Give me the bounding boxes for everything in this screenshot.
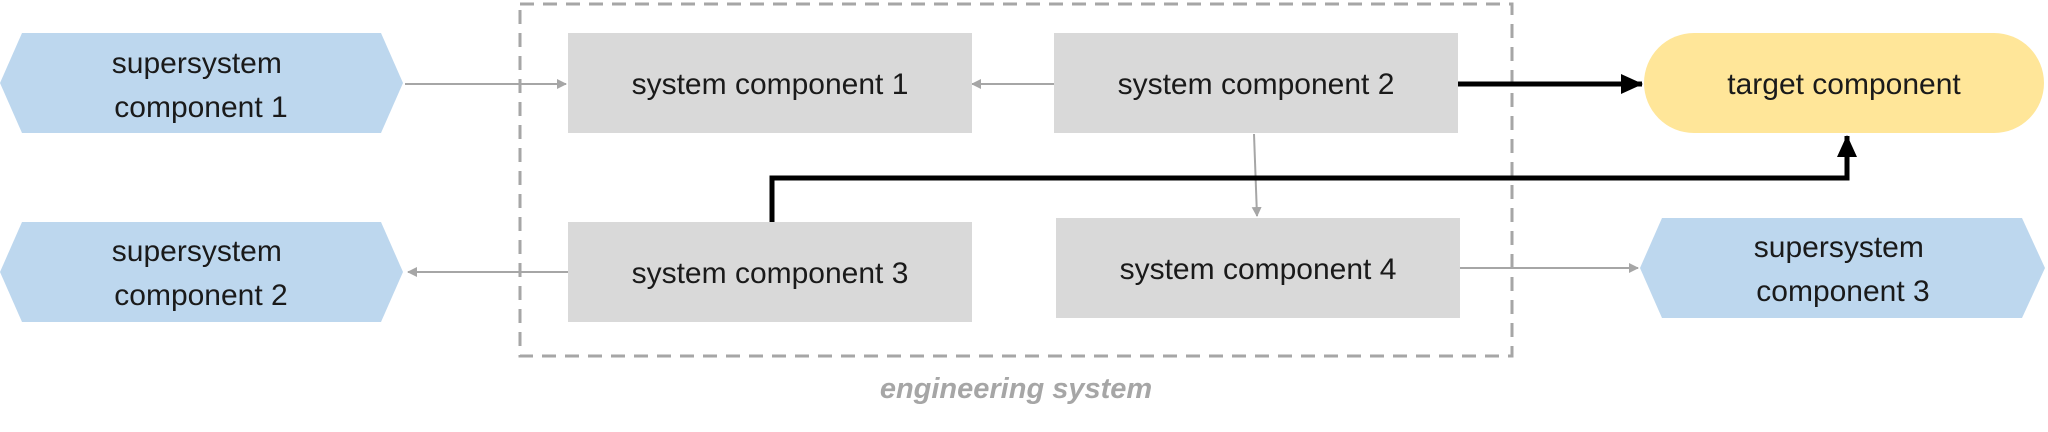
supersystem-component-3: supersystem component 3: [1640, 218, 2045, 318]
system-component-4: system component 4: [1056, 218, 1460, 318]
system-component-1: system component 1: [568, 33, 972, 133]
svg-text:supersystem component 3: supersystem component 3: [1754, 231, 1932, 308]
engineering-system-label: engineering system: [880, 373, 1152, 405]
arrow-system3-to-target: [769, 135, 1857, 222]
system-component-2: system component 2: [1054, 33, 1458, 133]
svg-text:supersystem component 2: supersystem component 2: [112, 235, 290, 312]
svg-text:supersystem component 1: supersystem component 1: [112, 47, 290, 124]
supersystem-component-2: supersystem component 2: [0, 222, 403, 322]
system-component-4-label: system component 4: [1120, 253, 1397, 286]
target-component-label: target component: [1727, 68, 1961, 101]
arrow-system2-to-system4: [1251, 133, 1262, 217]
supersystem-1-label-line2: component 1: [114, 91, 287, 124]
system-component-2-label: system component 2: [1118, 68, 1395, 101]
system-component-3: system component 3: [568, 222, 972, 322]
supersystem-1-label-line1: supersystem: [112, 47, 282, 80]
engineering-system-boundary: [518, 2, 1514, 358]
system-component-3-label: system component 3: [632, 257, 909, 290]
supersystem-2-label-line2: component 2: [114, 279, 287, 312]
system-component-1-label: system component 1: [632, 68, 909, 101]
target-component: target component: [1644, 33, 2044, 133]
supersystem-3-label-line2: component 3: [1756, 275, 1929, 308]
supersystem-component-1: supersystem component 1: [0, 33, 403, 133]
supersystem-2-label-line1: supersystem: [112, 235, 282, 268]
supersystem-3-label-line1: supersystem: [1754, 231, 1924, 264]
